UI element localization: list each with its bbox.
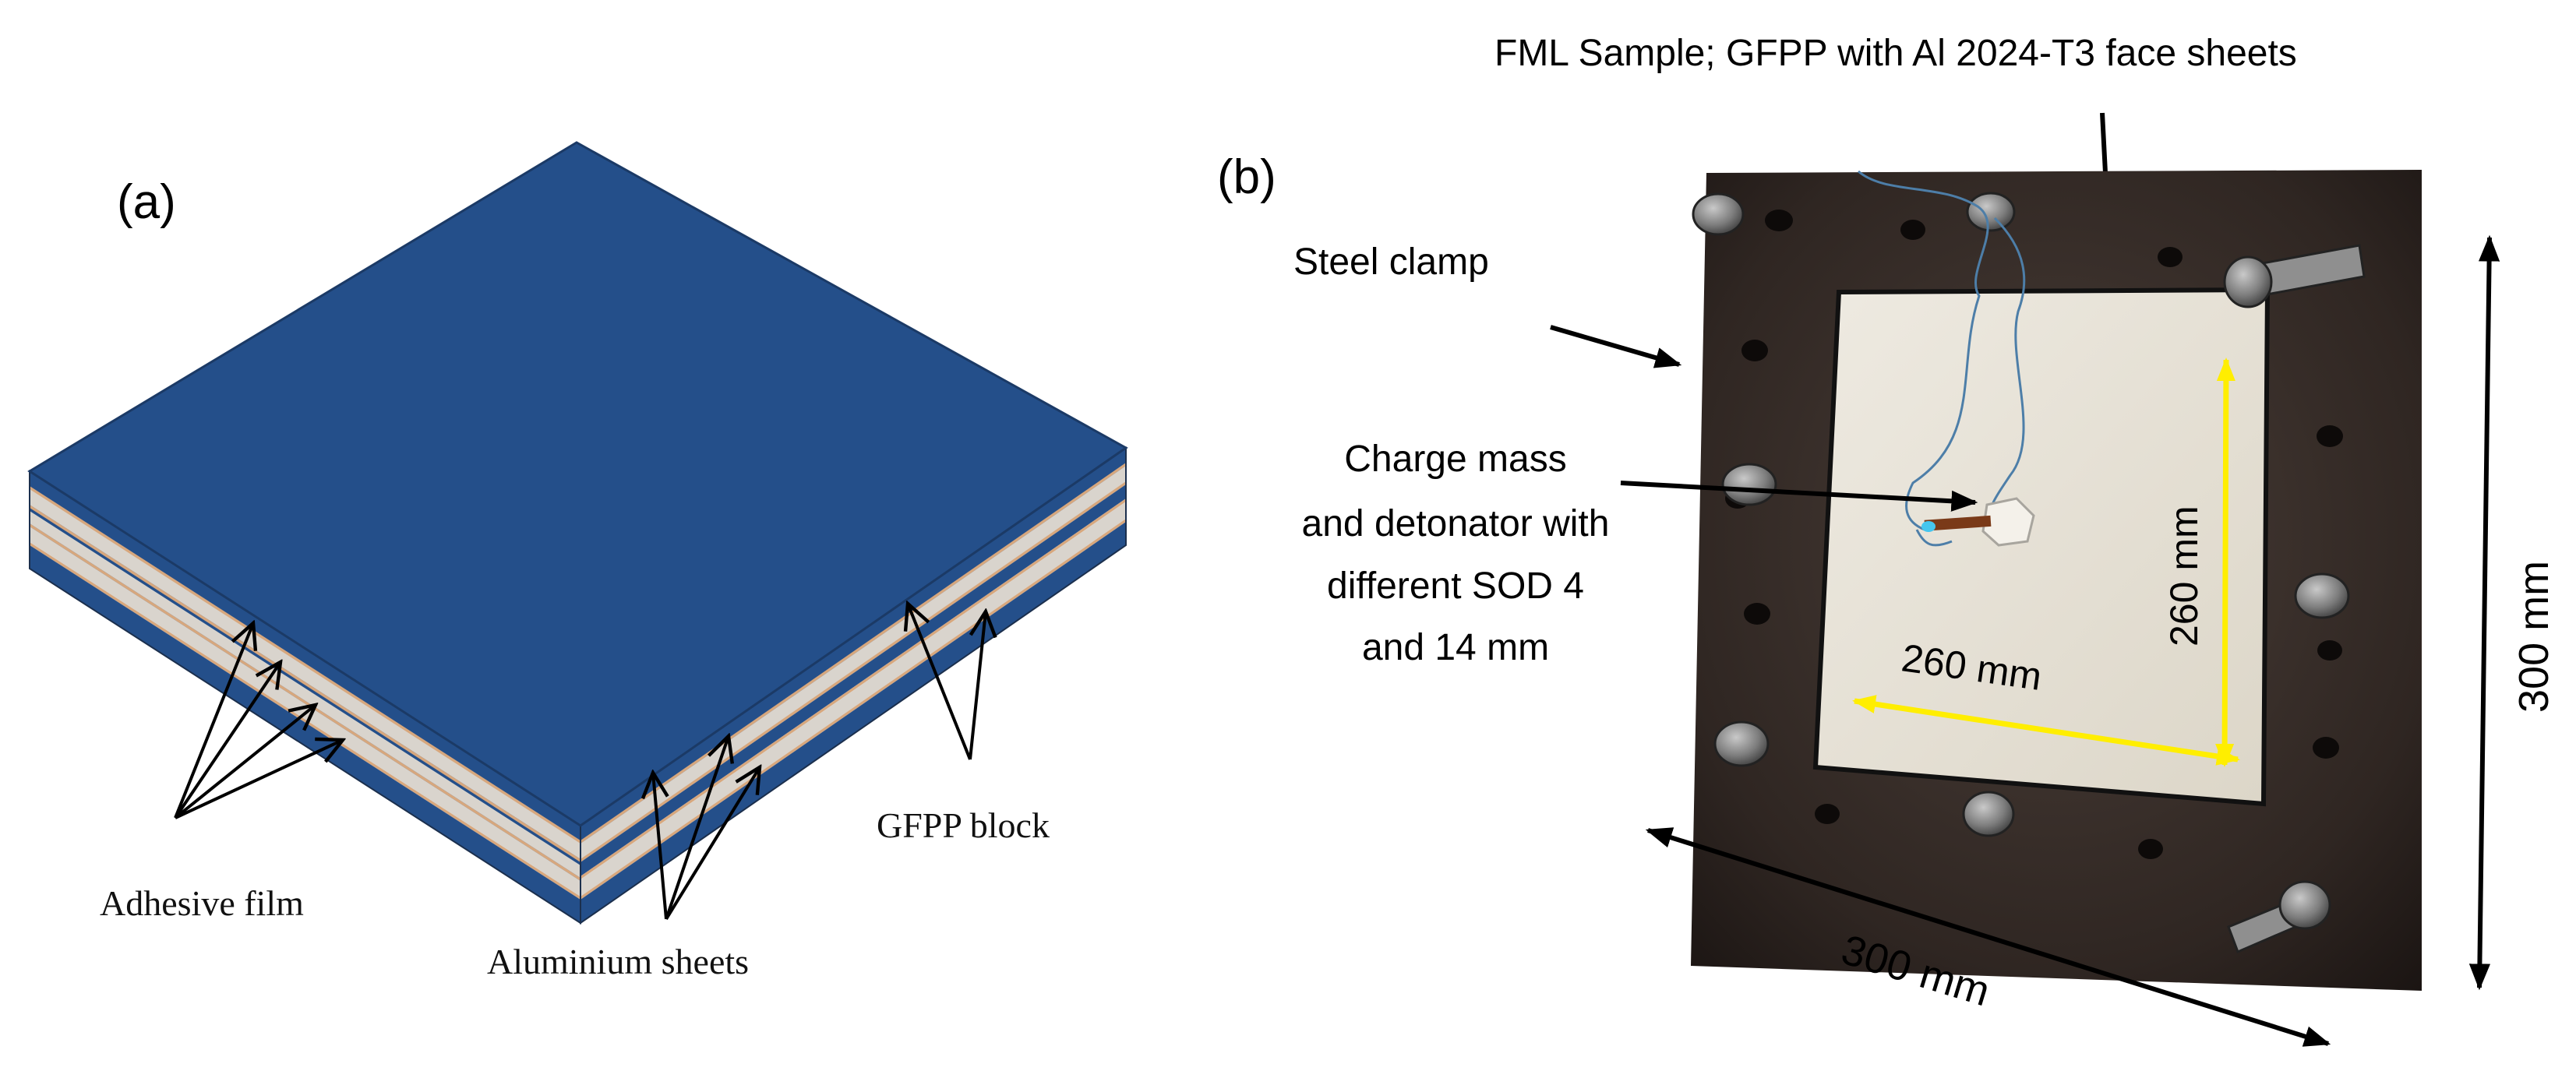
test-fixture-photo <box>1691 170 2422 991</box>
charge-label-line-1: Charge mass <box>1344 439 1566 480</box>
outer-height-label: 300 mm <box>2511 561 2557 713</box>
outer-height-arrow <box>2468 234 2500 991</box>
adhesive-film-label: Adhesive film <box>100 883 304 923</box>
charge-mass-arrow <box>1620 481 1978 512</box>
gfpp-block-label: GFPP block <box>877 805 1050 845</box>
fml-sample-panel <box>1816 290 2267 804</box>
gfpp-block-arrows <box>908 604 986 760</box>
charge-mass <box>1921 497 2035 547</box>
steel-clamp-arrow <box>1550 325 1682 368</box>
laminate-top-face <box>27 141 1128 827</box>
aluminium-sheets-arrows <box>653 736 760 921</box>
panel-b: (b) FML Sample; GFPP with Al 2024-T3 fac… <box>1217 33 2557 1047</box>
panel-a-label: (a) <box>117 175 176 229</box>
charge-label-line-2: and detonator with <box>1302 503 1610 544</box>
panel-b-label: (b) <box>1217 150 1276 204</box>
charge-mass-label: Charge mass and detonator with different… <box>1302 439 1610 668</box>
inner-height-label: 260 mm <box>2162 506 2206 646</box>
inner-width-arrow <box>1852 695 2240 766</box>
charge-label-line-4: and 14 mm <box>1362 627 1549 668</box>
adhesive-film-arrows <box>174 623 343 819</box>
charge-label-line-3: different SOD 4 <box>1327 565 1584 607</box>
outer-width-arrow <box>1645 827 2331 1047</box>
inner-height-arrow <box>2215 358 2235 767</box>
fml-sample-label: FML Sample; GFPP with Al 2024-T3 face sh… <box>1494 33 2297 74</box>
detonator-wires <box>1858 170 2026 547</box>
panel-a: (a) <box>27 141 1128 981</box>
aluminium-sheets-label: Aluminium sheets <box>487 942 749 981</box>
steel-clamp-label: Steel clamp <box>1293 241 1489 283</box>
